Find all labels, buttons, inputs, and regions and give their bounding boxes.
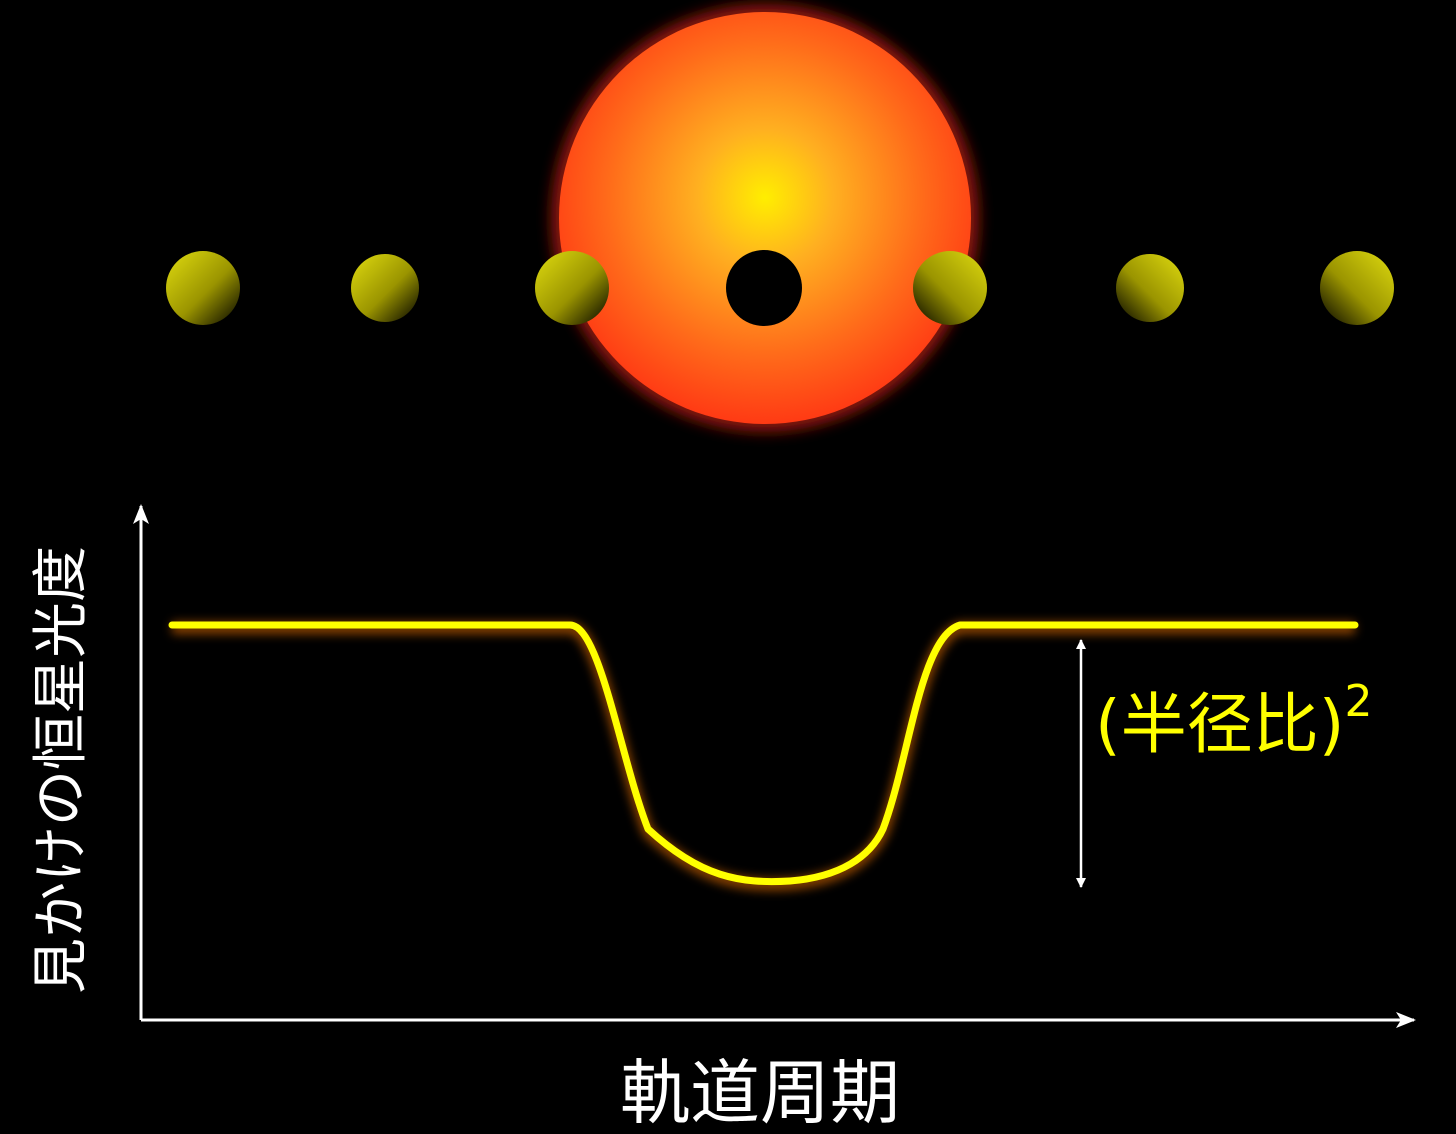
star: [551, 4, 979, 432]
planet-3-ingress: [535, 251, 609, 325]
transit-depth-label: (半径比)2: [1095, 680, 1373, 758]
light-curve: [168, 621, 1359, 891]
x-axis-label: 軌道周期: [620, 1052, 900, 1134]
planet-6: [1116, 254, 1184, 322]
planet-1: [166, 251, 240, 325]
planet-7: [1320, 251, 1394, 325]
light-curve-line: [168, 621, 1359, 886]
radius-ratio-exponent: 2: [1344, 676, 1373, 727]
radius-ratio-text: (半径比): [1095, 686, 1345, 763]
planet-5-egress: [913, 251, 987, 325]
star-disc: [559, 12, 971, 424]
planet-sequence: [166, 250, 1394, 326]
planet-4-transit: [726, 250, 802, 326]
planet-2: [351, 254, 419, 322]
y-axis-label: 見かけの恒星光度: [29, 546, 94, 994]
axes: [133, 504, 1416, 1028]
